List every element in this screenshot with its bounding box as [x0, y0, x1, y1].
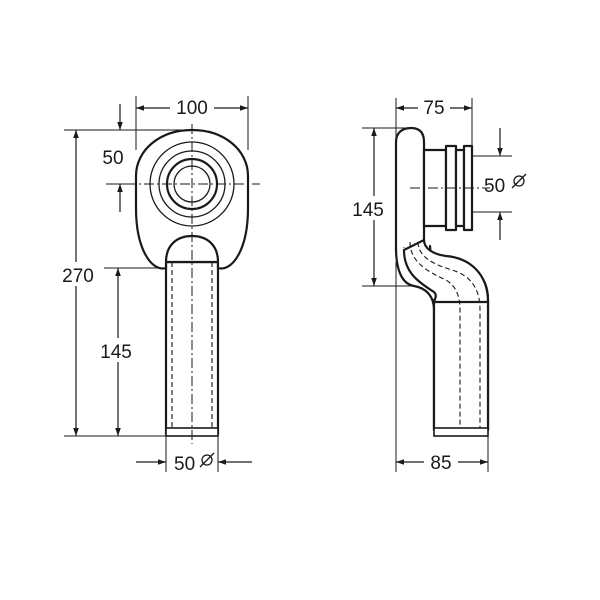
dim-base-depth-label: 85	[430, 453, 451, 474]
dim-width-text-bg	[170, 96, 214, 118]
dim-offset-label: 50	[102, 148, 123, 169]
dim-outlet-height-text-bg	[94, 338, 140, 362]
dim-depth-text-bg	[418, 96, 450, 118]
front-view	[126, 124, 260, 444]
dim-depth-label: 75	[423, 98, 444, 119]
dim-width-label: 100	[176, 98, 208, 119]
dim-outlet-diameter-label: 50	[174, 454, 195, 475]
side-outlet-body	[432, 298, 490, 432]
side-view	[394, 126, 490, 437]
front-dimensions: 100 270 50 145 50	[56, 96, 252, 475]
dim-side-height-text-bg	[348, 196, 394, 220]
dim-side-height-label: 145	[352, 200, 384, 221]
dim-total-height-label: 270	[62, 266, 94, 287]
dim-base-depth-text-bg	[424, 450, 458, 472]
diameter-symbol-icon	[511, 173, 527, 189]
dim-inlet-diameter-label: 50	[484, 176, 505, 197]
side-outlet-bend	[402, 238, 490, 304]
side-hidden-line-inner	[409, 241, 461, 428]
dim-total-height-text-bg	[56, 262, 100, 286]
side-dimensions: 75 145 50 85	[348, 96, 527, 474]
diameter-symbol-icon	[199, 452, 215, 468]
dim-outlet-height-label: 145	[100, 342, 132, 363]
side-bottom-collar	[433, 427, 489, 437]
side-hidden-line-outer	[417, 241, 481, 428]
